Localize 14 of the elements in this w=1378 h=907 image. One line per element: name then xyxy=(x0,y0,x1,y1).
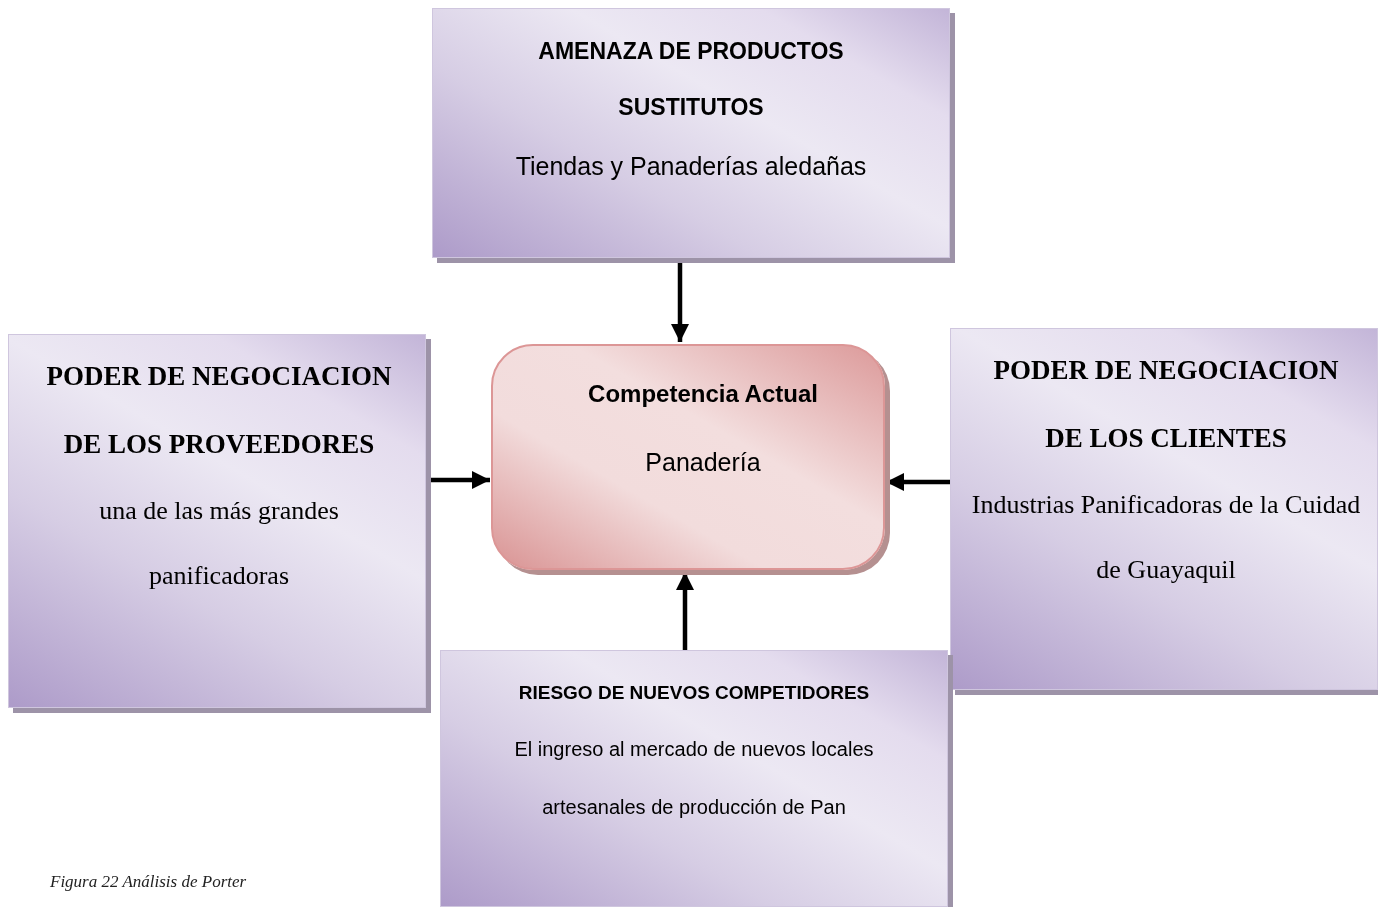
description: una de las más grandes panificadoras xyxy=(98,495,340,592)
description: El ingreso al mercado de nuevos locales artesanales de producción de Pan xyxy=(513,737,875,821)
heading: AMENAZA DE PRODUCTOS SUSTITUTOS xyxy=(537,37,845,123)
arrow xyxy=(430,471,490,489)
description: Tiendas y Panaderías aledañas xyxy=(515,150,867,182)
caption: Figura 22 Análisis de Porter xyxy=(50,872,247,892)
arrow xyxy=(671,263,689,342)
description: Industrias Panificadoras de la Cuidad de Guayaquil xyxy=(971,489,1361,586)
heading: Competencia Actual xyxy=(588,380,818,409)
heading: PODER DE NEGOCIACION DE LOS PROVEEDORES xyxy=(45,360,393,461)
heading: RIESGO DE NUEVOS COMPETIDORES xyxy=(518,681,870,705)
description: Panadería xyxy=(645,446,761,477)
arrow xyxy=(676,572,694,650)
heading: PODER DE NEGOCIACION DE LOS CLIENTES xyxy=(992,354,1340,455)
